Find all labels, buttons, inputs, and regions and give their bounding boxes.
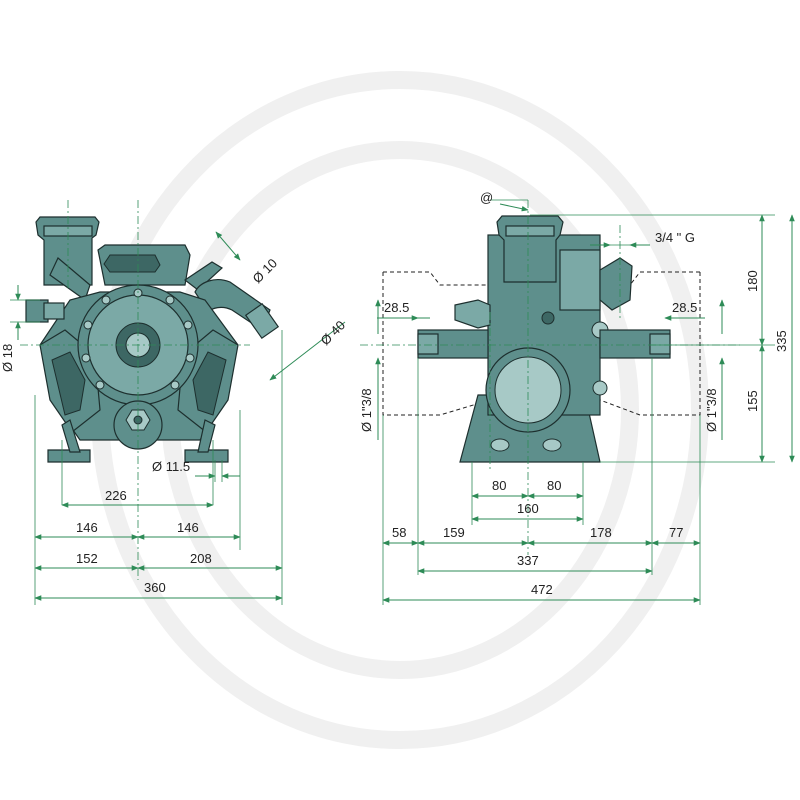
dim-diameter-18: Ø 18 <box>0 344 15 372</box>
dim-335: 335 <box>774 330 789 352</box>
dim-diameter-40: Ø 40 <box>318 318 349 349</box>
dim-diameter-10: Ø 10 <box>250 256 281 287</box>
dim-180: 180 <box>745 270 760 292</box>
dim-port-left: Ø 1"3/8 <box>359 388 374 432</box>
dim-port-right: Ø 1"3/8 <box>704 388 719 432</box>
dim-178: 178 <box>590 525 612 540</box>
dim-146-left: 146 <box>76 520 98 535</box>
dim-thread-3-4-g: 3/4 " G <box>655 230 695 245</box>
dim-diameter-11-5: Ø 11.5 <box>152 459 190 474</box>
dim-28-5-left: 28.5 <box>384 300 409 315</box>
front-view: Ø 18 Ø 10 Ø 40 Ø 11.5 226 146 146 152 20… <box>0 200 348 605</box>
dim-337: 337 <box>517 553 539 568</box>
front-dimension-lines <box>15 231 346 601</box>
dim-80-right: 80 <box>547 478 561 493</box>
dim-159: 159 <box>443 525 465 540</box>
side-view: @ 3/4 " G 28.5 28.5 180 335 155 Ø 1"3/8 … <box>359 190 795 605</box>
dim-472: 472 <box>531 582 553 597</box>
side-pump-body <box>417 215 671 463</box>
front-extension-lines <box>10 299 283 605</box>
dim-226: 226 <box>105 488 127 503</box>
side-dimension-lines <box>375 203 795 603</box>
dim-80-left: 80 <box>492 478 506 493</box>
dim-208: 208 <box>190 551 212 566</box>
front-pump-body <box>25 216 280 463</box>
dim-146-right: 146 <box>177 520 199 535</box>
side-extension-lines <box>382 199 775 605</box>
dim-155: 155 <box>745 390 760 412</box>
dim-28-5-right: 28.5 <box>672 300 697 315</box>
at-marker: @ <box>480 190 493 205</box>
dim-58: 58 <box>392 525 406 540</box>
dim-360: 360 <box>144 580 166 595</box>
dim-160: 160 <box>517 501 539 516</box>
dim-77: 77 <box>669 525 683 540</box>
dim-152: 152 <box>76 551 98 566</box>
